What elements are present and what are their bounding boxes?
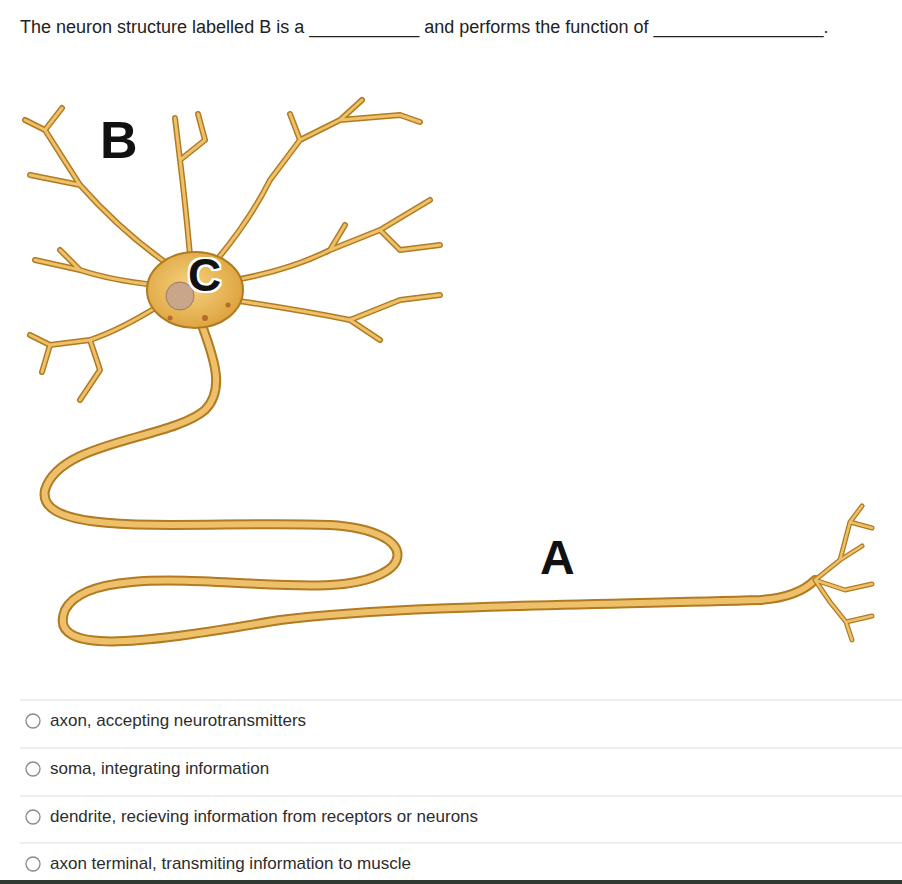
part-label: B (100, 114, 138, 166)
bottom-bar (0, 880, 902, 884)
radio-buttons (26, 714, 40, 871)
answer-option: soma, integrating information (50, 759, 269, 779)
axon (45, 320, 815, 641)
axon-terminal (815, 506, 872, 640)
part-label: A (540, 534, 575, 582)
question-text: The neuron structure labelled B is a ___… (20, 17, 829, 38)
option-separators (20, 700, 902, 843)
soma (147, 252, 243, 328)
answer-option: axon, accepting neurotransmitters (50, 711, 306, 731)
answer-option: axon terminal, transmiting information t… (50, 854, 411, 874)
answer-option: dendrite, recieving information from rec… (50, 807, 478, 827)
dendrites (25, 100, 440, 400)
part-label: C (188, 252, 221, 298)
